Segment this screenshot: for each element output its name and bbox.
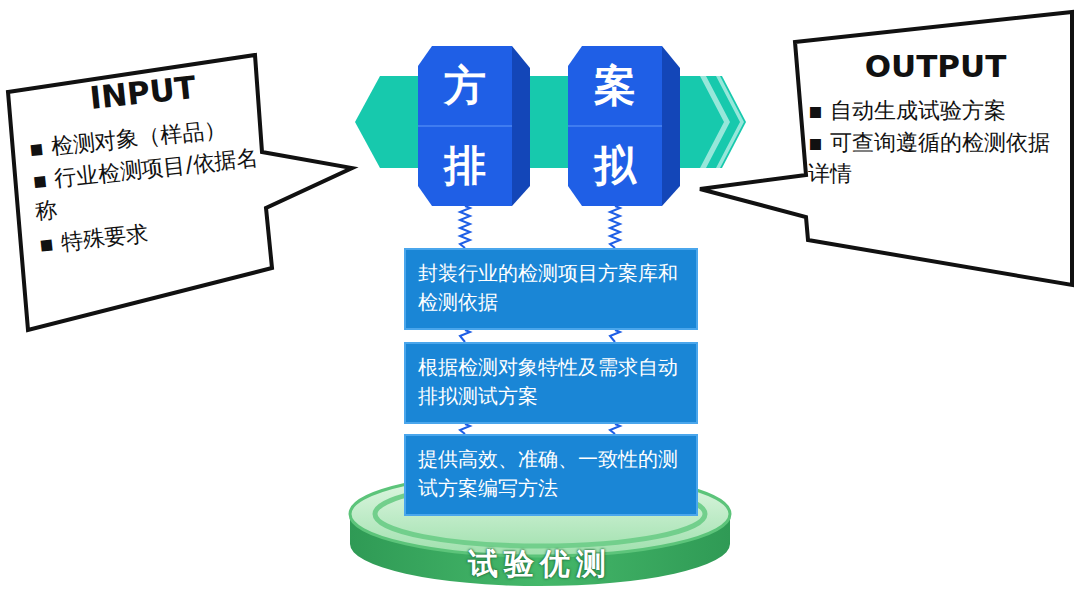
spring-connector — [610, 424, 620, 434]
cube-text: 案拟 — [568, 46, 662, 206]
callout-heading: INPUT — [22, 57, 264, 128]
teal-band — [355, 76, 746, 168]
cube-divider — [418, 125, 512, 127]
platform-label: 试验优测 — [345, 544, 735, 585]
box-text: 根据检测对象特性及需求自动排拟测试方案 — [418, 353, 684, 411]
process-box: 根据检测对象特性及需求自动排拟测试方案 — [404, 342, 698, 424]
callout-text: INPUT▪ 检测对象（样品）▪ 行业检测项目/依据名称▪ 特殊要求 — [22, 57, 278, 263]
platform-text: 试验优测 — [345, 544, 735, 585]
bullet-item: ▪ 自动生成试验方案 — [808, 96, 1063, 127]
callout-text: OUTPUT ▪ 自动生成试验方案▪ 可查询遵循的检测依据详情 — [808, 43, 1063, 192]
cube-block: 案拟 — [568, 46, 694, 206]
box-text: 封装行业的检测项目方案库和检测依据 — [418, 259, 684, 317]
spring-connector — [460, 424, 470, 434]
band-stripe — [716, 76, 744, 168]
cube-character: 方 — [418, 46, 512, 126]
bullet-item: ▪ 可查询遵循的检测依据详情 — [808, 128, 1063, 190]
cube-side — [512, 46, 530, 206]
box-text: 提供高效、准确、一致性的测试方案编写方法 — [418, 445, 684, 503]
platform-top — [350, 472, 730, 556]
platform-ring — [375, 482, 705, 546]
cube-character: 案 — [568, 46, 662, 126]
spring-connector — [610, 330, 620, 342]
cube-character: 拟 — [568, 126, 662, 206]
callout-shape — [700, 12, 1072, 285]
cube-character: 排 — [418, 126, 512, 206]
spring-connector — [460, 330, 470, 342]
cube-divider — [568, 125, 662, 127]
callout-shape — [8, 55, 352, 330]
cube-front — [418, 46, 512, 206]
spring-connector — [460, 206, 470, 248]
cube-block: 方排 — [418, 46, 544, 206]
input-callout: INPUT▪ 检测对象（样品）▪ 行业检测项目/依据名称▪ 特殊要求 — [0, 40, 360, 340]
callout-heading: OUTPUT — [808, 43, 1063, 90]
process-box: 提供高效、准确、一致性的测试方案编写方法 — [404, 434, 698, 516]
output-callout: OUTPUT ▪ 自动生成试验方案▪ 可查询遵循的检测依据详情 — [690, 5, 1080, 295]
spring-connector — [610, 206, 620, 248]
cube-front — [568, 46, 662, 206]
process-box: 封装行业的检测项目方案库和检测依据 — [404, 248, 698, 330]
cube-text: 方排 — [418, 46, 512, 206]
cube-side — [662, 46, 680, 206]
